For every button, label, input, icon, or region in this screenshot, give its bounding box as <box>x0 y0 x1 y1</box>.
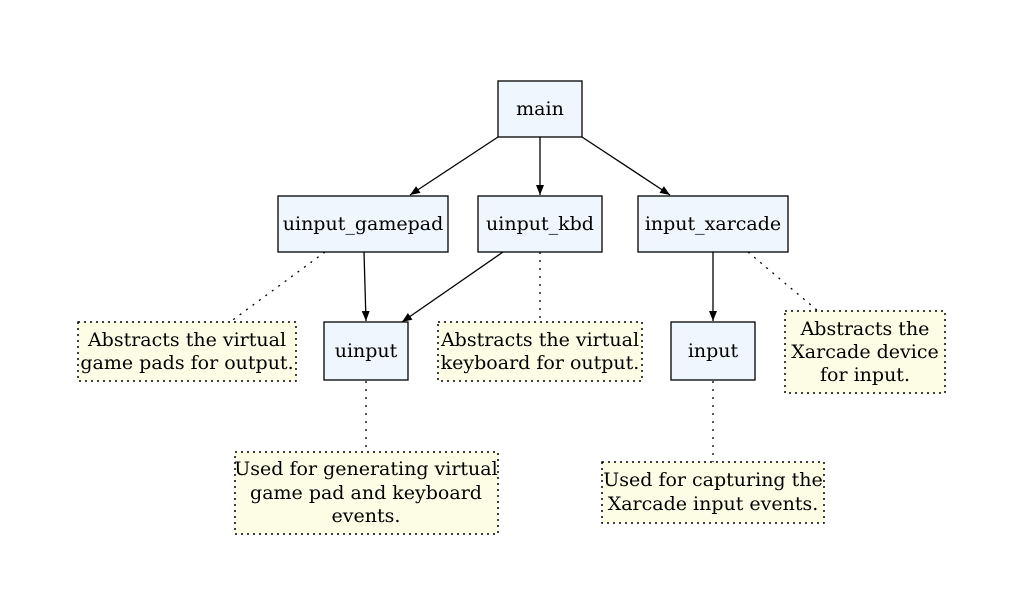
node-uinput-kbd-label: uinput_kbd <box>486 213 594 235</box>
note-uinput-line-3: events. <box>332 505 401 527</box>
note-uinput-line-2: game pad and keyboard <box>250 482 482 504</box>
node-input-xarcade-label: input_xarcade <box>645 213 781 235</box>
note-input-line-2: Xarcade input events. <box>608 493 819 515</box>
note-link-gamepad <box>229 251 326 323</box>
edge-uinput-kbd-to-uinput <box>401 251 504 323</box>
note-gamepad: Abstracts the virtual game pads for outp… <box>77 321 297 382</box>
node-uinput-kbd: uinput_kbd <box>477 195 603 253</box>
note-xarcade-line-1: Abstracts the <box>800 318 930 340</box>
note-input-line-1: Used for capturing the <box>603 469 823 491</box>
edge-layer <box>361 136 717 323</box>
edge-main-to-input-xarcade <box>581 136 671 196</box>
note-gamepad-line-1: Abstracts the virtual <box>87 329 286 351</box>
note-uinput-line-1: Used for generating virtual <box>234 458 497 480</box>
node-uinput: uinput <box>323 321 409 381</box>
note-kbd: Abstracts the virtual keyboard for outpu… <box>437 321 643 382</box>
node-uinput-gamepad: uinput_gamepad <box>277 195 449 253</box>
note-link-xarcade <box>747 251 819 312</box>
note-gamepad-line-2: game pads for output. <box>80 352 293 374</box>
node-uinput-gamepad-label: uinput_gamepad <box>283 213 444 235</box>
node-input-xarcade: input_xarcade <box>637 195 789 253</box>
note-xarcade-line-2: Xarcade device <box>791 341 938 363</box>
note-kbd-line-2: keyboard for output. <box>441 352 640 374</box>
node-main-label: main <box>516 98 564 120</box>
note-xarcade: Abstracts the Xarcade device for input. <box>784 310 946 394</box>
edge-main-to-uinput-gamepad <box>409 136 499 196</box>
node-input: input <box>670 321 756 381</box>
edge-uinput-gamepad-to-uinput <box>361 251 370 322</box>
node-input-label: input <box>688 340 739 362</box>
note-kbd-line-1: Abstracts the virtual <box>440 329 639 351</box>
note-xarcade-line-3: for input. <box>820 364 910 386</box>
note-link-layer <box>229 251 819 462</box>
node-main: main <box>497 80 583 138</box>
node-uinput-label: uinput <box>335 340 398 362</box>
note-uinput: Used for generating virtual game pad and… <box>234 451 499 535</box>
note-input: Used for capturing the Xarcade input eve… <box>601 461 825 524</box>
